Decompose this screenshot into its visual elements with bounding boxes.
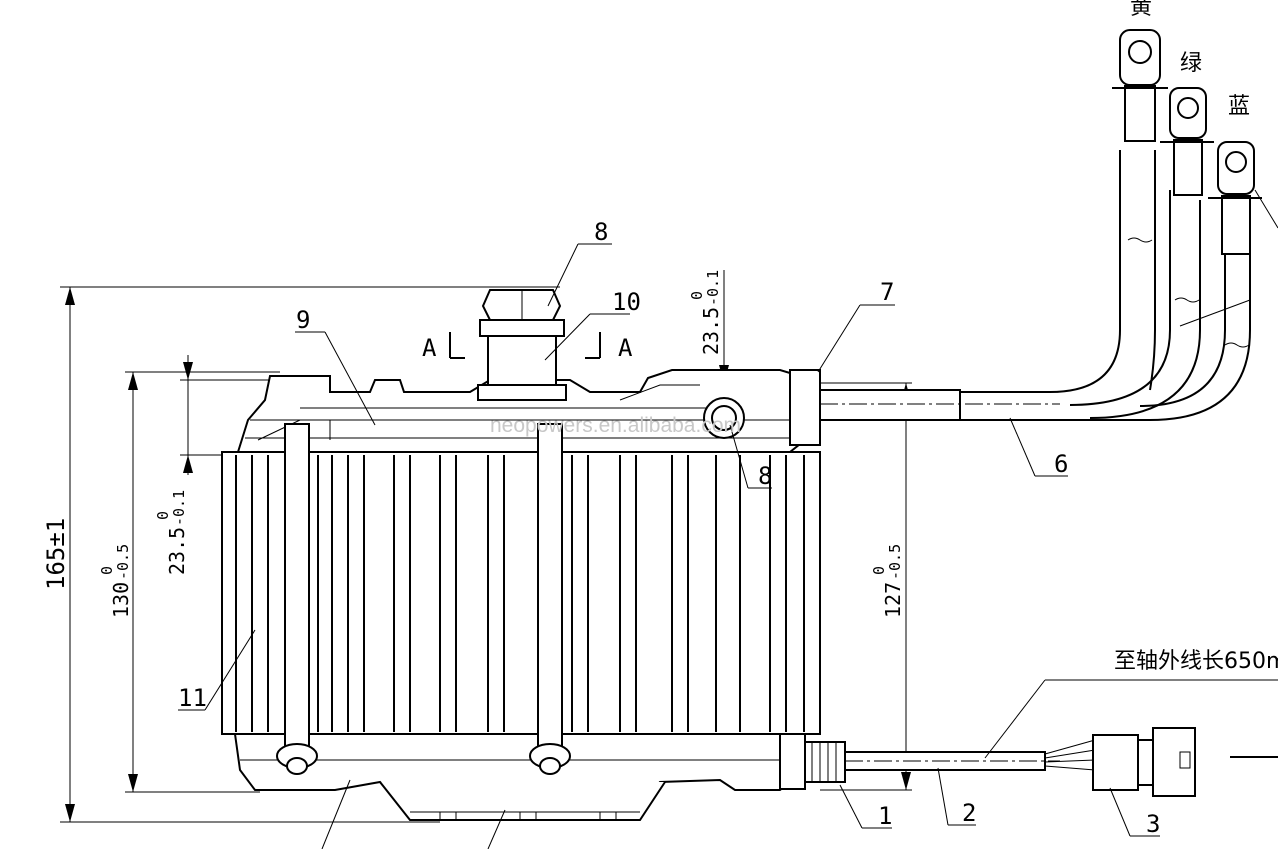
terminal-yellow <box>1112 29 1168 142</box>
callout-labels: 8 10 9 7 8 6 11 1 2 3 A A <box>178 218 1160 838</box>
dim-rib-offset: 23.5 <box>165 527 189 575</box>
dim-top-offset-tol: -0.1 <box>704 270 722 306</box>
phase-cable <box>819 150 1251 421</box>
dim-body-height: 130 <box>109 582 133 618</box>
ring-terminals <box>1112 29 1262 255</box>
dim-top-offset: 23.5 <box>699 307 723 355</box>
watermark: neopowers.en.alibaba.com <box>490 414 741 437</box>
dim-right-height: 127 <box>881 582 905 618</box>
terminal-blue <box>1208 141 1262 255</box>
callout-9: 10 <box>612 288 641 316</box>
label-green: 绿 <box>1180 51 1202 76</box>
cable-length-note: 至轴外线长650mm <box>1114 649 1278 674</box>
wire-color-labels: 黄 绿 蓝 至轴外线长650mm <box>1114 0 1278 674</box>
callout-2: 2 <box>962 799 976 827</box>
label-yellow: 黄 <box>1130 0 1152 20</box>
dim-rib-offset-upper: 0 <box>154 511 172 520</box>
terminal-green <box>1160 87 1214 196</box>
mount-studs <box>276 423 571 775</box>
section-mark-left: A <box>422 334 437 362</box>
callout-7: 8 <box>758 462 772 490</box>
dim-rib-offset-tol: -0.1 <box>170 490 188 526</box>
label-blue: 蓝 <box>1228 94 1250 119</box>
finned-housing <box>221 451 821 735</box>
dimension-labels: 165±1 130 -0.5 0 23.5 -0.1 0 23.5 -0.1 0… <box>42 270 905 618</box>
bottom-base <box>233 733 806 821</box>
cable-exit-block <box>703 369 846 790</box>
leader-lines <box>178 189 1278 849</box>
axle-assembly <box>477 289 567 401</box>
callout-8: 8 <box>594 218 608 246</box>
hall-cable <box>844 727 1278 797</box>
dim-body-height-upper: 0 <box>98 566 116 575</box>
callout-10: 9 <box>296 306 310 334</box>
callout-11: 11 <box>178 684 207 712</box>
callout-3: 3 <box>1146 810 1160 838</box>
dim-top-offset-upper: 0 <box>688 291 706 300</box>
dim-right-height-upper: 0 <box>870 566 888 575</box>
dim-overall-height: 165±1 <box>42 518 70 590</box>
dim-body-height-tol: -0.5 <box>114 544 132 580</box>
fin-lines <box>235 455 805 732</box>
dim-right-height-tol: -0.5 <box>886 544 904 580</box>
section-mark-right: A <box>618 334 633 362</box>
callout-1: 1 <box>878 802 892 830</box>
callout-6: 7 <box>880 278 894 306</box>
callout-4: 6 <box>1054 450 1068 478</box>
